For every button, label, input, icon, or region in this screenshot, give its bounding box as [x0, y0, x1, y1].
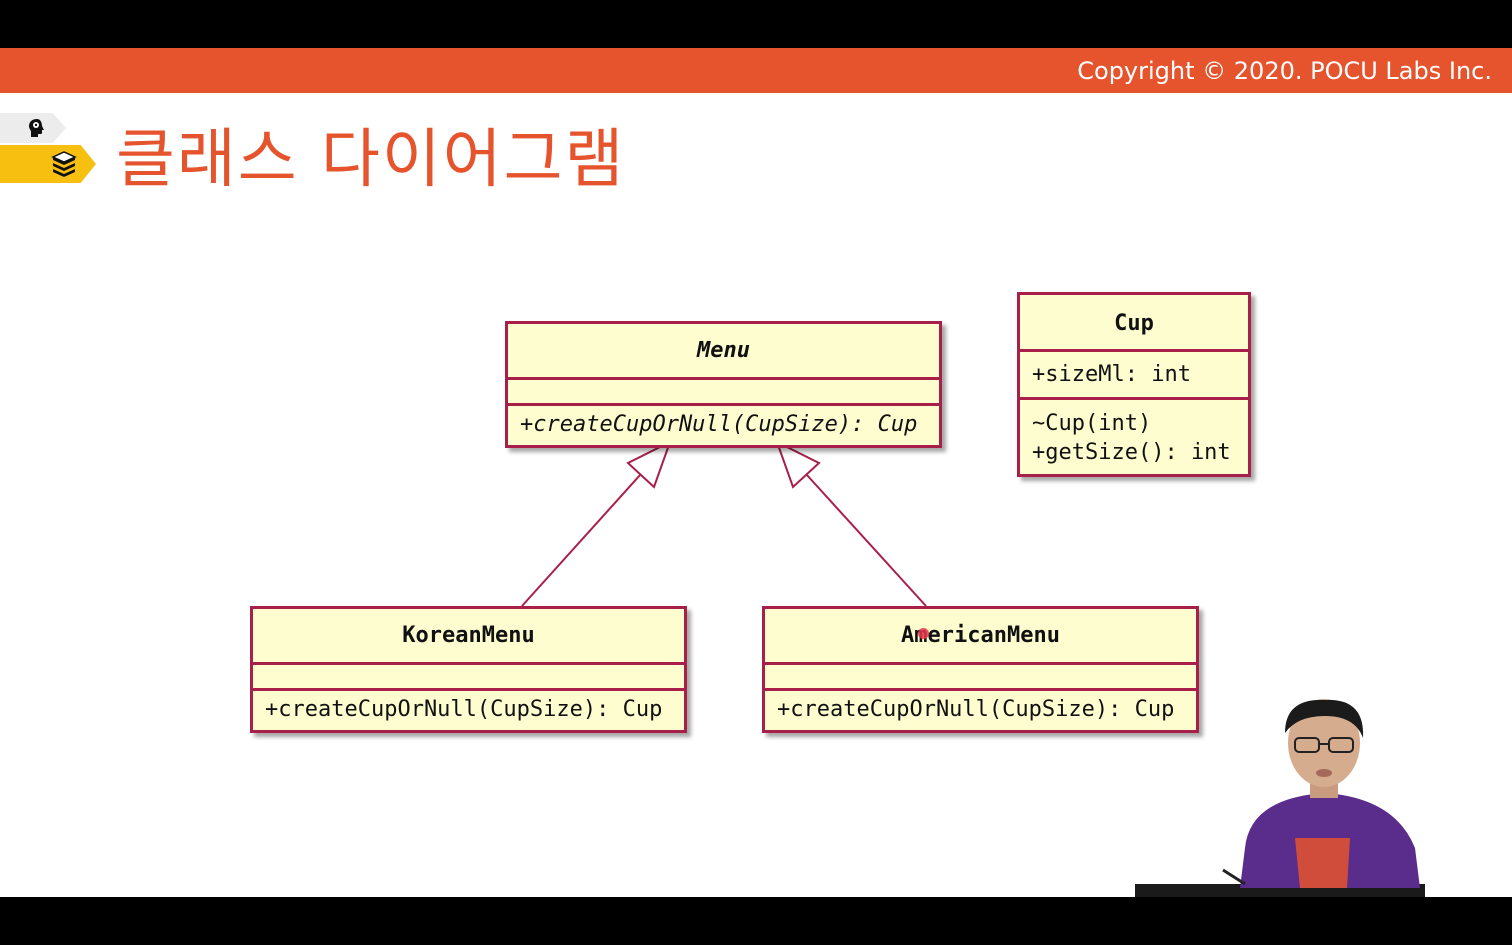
class-methods: +createCupOrNull(CupSize): Cup: [765, 691, 1196, 730]
class-name: AmericanMenu: [765, 609, 1196, 665]
generalization-korean-menu-to-menu: [521, 439, 672, 607]
diagram-edges: [521, 439, 927, 607]
class-method: +getSize(): int: [1032, 440, 1231, 465]
letterbox-bottom: [0, 897, 1512, 945]
class-box-american-menu: AmericanMenu +createCupOrNull(CupSize): …: [762, 606, 1199, 733]
class-method: +createCupOrNull(CupSize): Cup: [265, 697, 663, 722]
class-attribute: +sizeMl: int: [1032, 362, 1191, 387]
class-attributes: [253, 665, 684, 691]
slide: Copyright © 2020. POCU Labs Inc. 클래스 다이어…: [0, 48, 1512, 897]
copyright-text: Copyright © 2020. POCU Labs Inc.: [1077, 56, 1492, 85]
top-bar: Copyright © 2020. POCU Labs Inc.: [0, 48, 1512, 93]
tab-concept[interactable]: [0, 113, 66, 143]
class-method: +createCupOrNull(CupSize): Cup: [777, 697, 1175, 722]
slide-title: 클래스 다이어그램: [116, 123, 626, 197]
class-box-cup: Cup +sizeMl: int ~Cup(int) +getSize(): i…: [1017, 292, 1251, 477]
class-name: KoreanMenu: [253, 609, 684, 665]
section-tabs: [0, 108, 110, 208]
books-icon: [51, 151, 77, 177]
class-method: ~Cup(int): [1032, 411, 1152, 436]
presenter-video: [1135, 699, 1425, 897]
head-icon: [29, 119, 44, 137]
class-name: Cup: [1020, 295, 1248, 352]
class-methods: +createCupOrNull(CupSize): Cup: [253, 691, 684, 730]
pointer-dot: [918, 628, 929, 639]
class-box-korean-menu: KoreanMenu +createCupOrNull(CupSize): Cu…: [250, 606, 687, 733]
class-attributes: [765, 665, 1196, 691]
class-attributes: [508, 380, 939, 406]
class-methods: +createCupOrNull(CupSize): Cup: [508, 406, 939, 445]
class-attributes: +sizeMl: int: [1020, 352, 1248, 400]
letterbox-top: [0, 0, 1512, 48]
class-box-menu: Menu +createCupOrNull(CupSize): Cup: [505, 321, 942, 448]
tab-lesson[interactable]: [0, 145, 96, 183]
class-method: +createCupOrNull(CupSize): Cup: [520, 412, 918, 437]
class-name: Menu: [508, 324, 939, 380]
class-methods: ~Cup(int) +getSize(): int: [1020, 400, 1248, 474]
generalization-american-menu-to-menu: [775, 439, 927, 607]
